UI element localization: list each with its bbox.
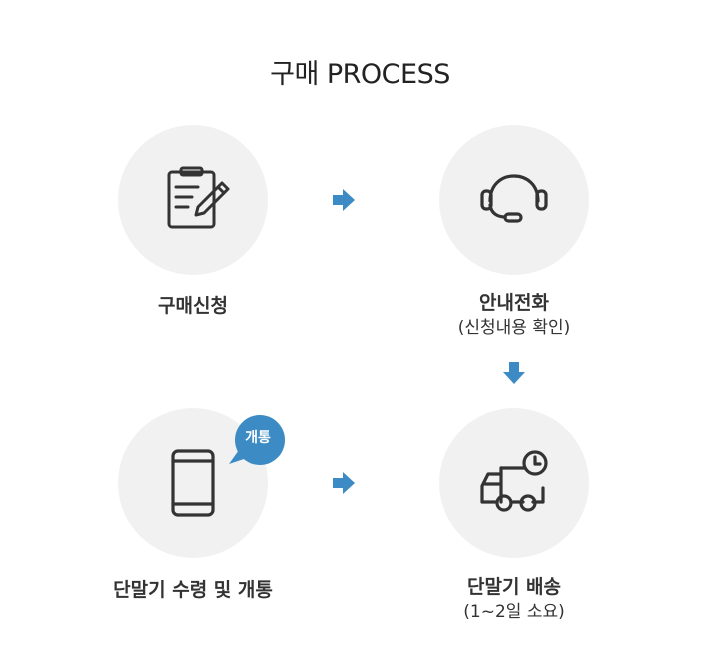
step-call-sub: (신청내용 확인) <box>457 318 571 338</box>
step-call-circle <box>439 125 589 275</box>
arrow-down-icon <box>503 362 525 384</box>
step-delivery-sub: (1~2일 소요) <box>463 602 565 622</box>
clipboard-pen-icon <box>167 166 230 229</box>
step-call-label: 안내전화 <box>479 292 549 314</box>
step-apply-label: 구매신청 <box>158 295 228 317</box>
delivery-truck-clock-icon <box>480 450 548 512</box>
page-title: 구매 PROCESS <box>270 59 450 90</box>
step-delivery-label: 단말기 배송 <box>466 576 561 598</box>
activation-badge: 개통 <box>245 430 271 446</box>
headset-icon <box>480 174 548 223</box>
smartphone-icon <box>171 449 215 517</box>
step-apply-circle <box>118 125 268 275</box>
step-delivery-circle <box>439 408 589 558</box>
speech-bubble-icon <box>229 415 285 465</box>
step-receive-label: 단말기 수령 및 개통 <box>113 579 273 601</box>
arrow-right-icon <box>333 472 355 494</box>
arrow-right-icon <box>333 189 355 211</box>
